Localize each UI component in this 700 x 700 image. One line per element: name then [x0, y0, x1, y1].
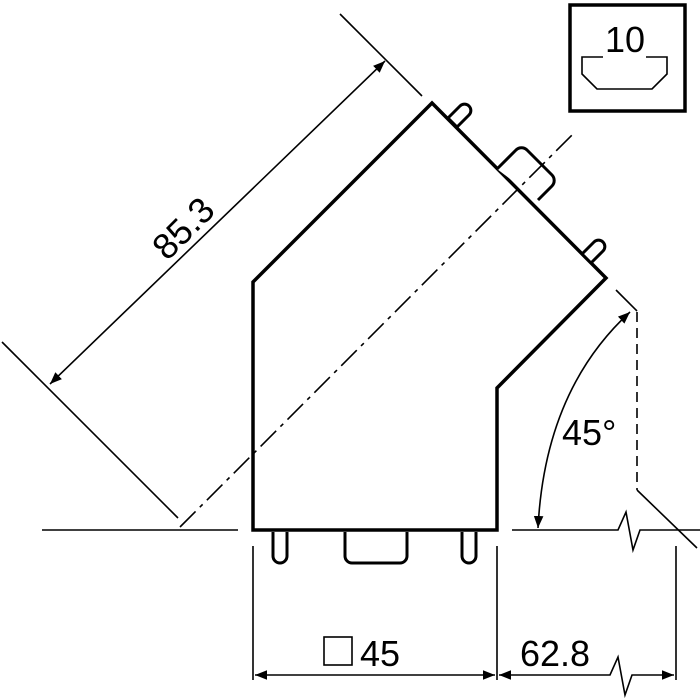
top-pins: [446, 102, 607, 265]
extension-line-upper: [339, 13, 423, 97]
angle-arc: [533, 311, 631, 529]
dimension-label-offset: 62.8: [520, 633, 590, 674]
pin-bottom-left: [271, 532, 289, 565]
bottom-pins: [271, 532, 478, 565]
center-line: [179, 134, 573, 528]
square-symbol-icon: [323, 636, 353, 666]
dimension-line-diagonal: [49, 60, 386, 385]
pin-bottom-right: [460, 532, 478, 565]
dimension-label-width: 45: [360, 633, 400, 674]
extension-line-lower: [1, 341, 179, 519]
dimension-label-diagonal: 85.3: [144, 189, 223, 268]
connector-bottom: [343, 532, 409, 565]
legend-box: 10: [568, 3, 687, 113]
pin-upper-left: [446, 102, 473, 129]
angle-label: 45°: [562, 412, 616, 453]
pin-upper-right: [580, 238, 607, 265]
baseline-right-break: [512, 509, 700, 554]
legend-value: 10: [605, 19, 645, 60]
angle-ref-tick: [615, 289, 638, 312]
dimension-line-offset: [499, 654, 674, 699]
fitting-body: [251, 100, 609, 532]
angle-ref-diagonal-lower: [636, 489, 698, 549]
connector-upper: [495, 146, 556, 202]
